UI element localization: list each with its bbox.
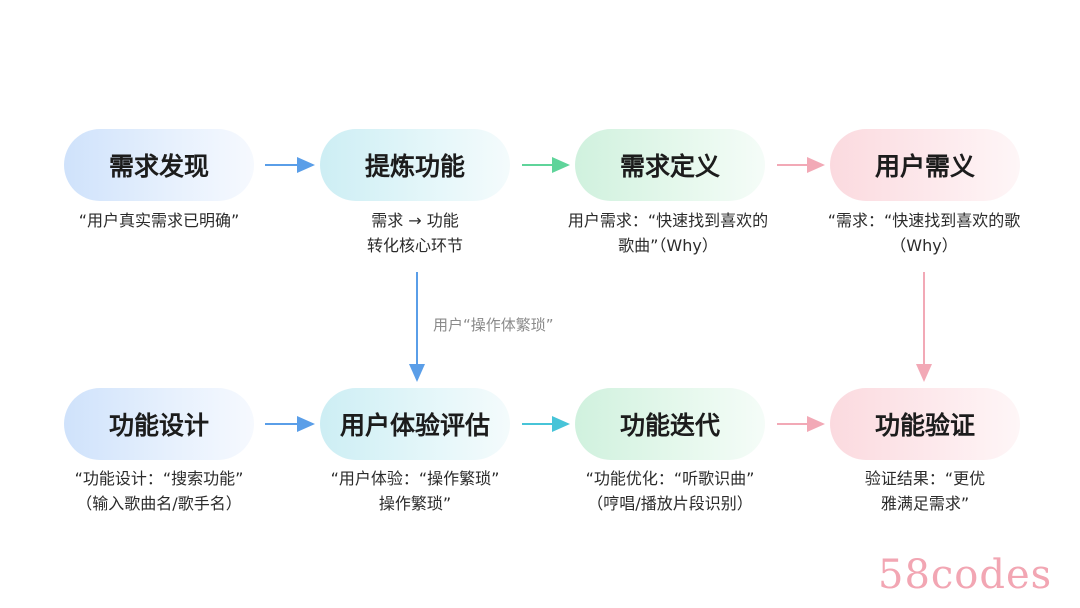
node-ux-evaluation: 用户体验评估	[320, 388, 510, 460]
caption-line: 用户需求：“快速找到喜欢的	[567, 211, 769, 230]
caption-function-verification: 验证结果：“更优 雅满足需求”	[795, 466, 1055, 516]
node-function-verification: 功能验证	[830, 388, 1020, 460]
node-user-requirement: 用户需义	[830, 129, 1020, 201]
caption-line: “功能设计：“搜索功能”	[74, 469, 244, 488]
caption-line: 操作繁琐”	[378, 494, 452, 513]
caption-line: 雅满足需求”	[880, 494, 970, 513]
node-function-design: 功能设计	[64, 388, 254, 460]
caption-function-iteration: “功能优化：“听歌识曲” （哼唱/播放片段识别）	[540, 466, 800, 516]
caption-line: “需求：“快速找到喜欢的歌	[827, 211, 1021, 230]
caption-function-design: “功能设计：“搜索功能” （输入歌曲名/歌手名）	[29, 466, 289, 516]
node-function-iteration: 功能迭代	[575, 388, 765, 460]
caption-line: “功能优化：“听歌识曲”	[585, 469, 755, 488]
connector-label: 用户“操作体繁琐”	[433, 316, 554, 334]
caption-line: （输入歌曲名/歌手名）	[76, 494, 242, 513]
node-requirement-definition: 需求定义	[575, 129, 765, 201]
watermark-logo: 58codes	[878, 552, 1053, 598]
caption-line: “用户体验：“操作繁琐”	[330, 469, 500, 488]
caption-line: 歌曲”（Why）	[618, 236, 718, 255]
caption-line: 转化核心环节	[366, 236, 463, 255]
node-extract-function: 提炼功能	[320, 129, 510, 201]
caption-user-requirement: “需求：“快速找到喜欢的歌 （Why）	[794, 208, 1054, 258]
caption-line: 验证结果：“更优	[864, 469, 986, 488]
caption-requirement-discovery: “用户真实需求已明确”	[29, 208, 289, 233]
caption-ux-evaluation: “用户体验：“操作繁琐” 操作繁琐”	[285, 466, 545, 516]
caption-requirement-definition: 用户需求：“快速找到喜欢的 歌曲”（Why）	[538, 208, 798, 258]
caption-line: （哼唱/播放片段识别）	[587, 494, 753, 513]
caption-line: （Why）	[890, 236, 958, 255]
caption-line: 需求 → 功能	[371, 211, 459, 230]
caption-line: “用户真实需求已明确”	[78, 211, 240, 230]
caption-extract-function: 需求 → 功能 转化核心环节	[285, 208, 545, 258]
node-requirement-discovery: 需求发现	[64, 129, 254, 201]
